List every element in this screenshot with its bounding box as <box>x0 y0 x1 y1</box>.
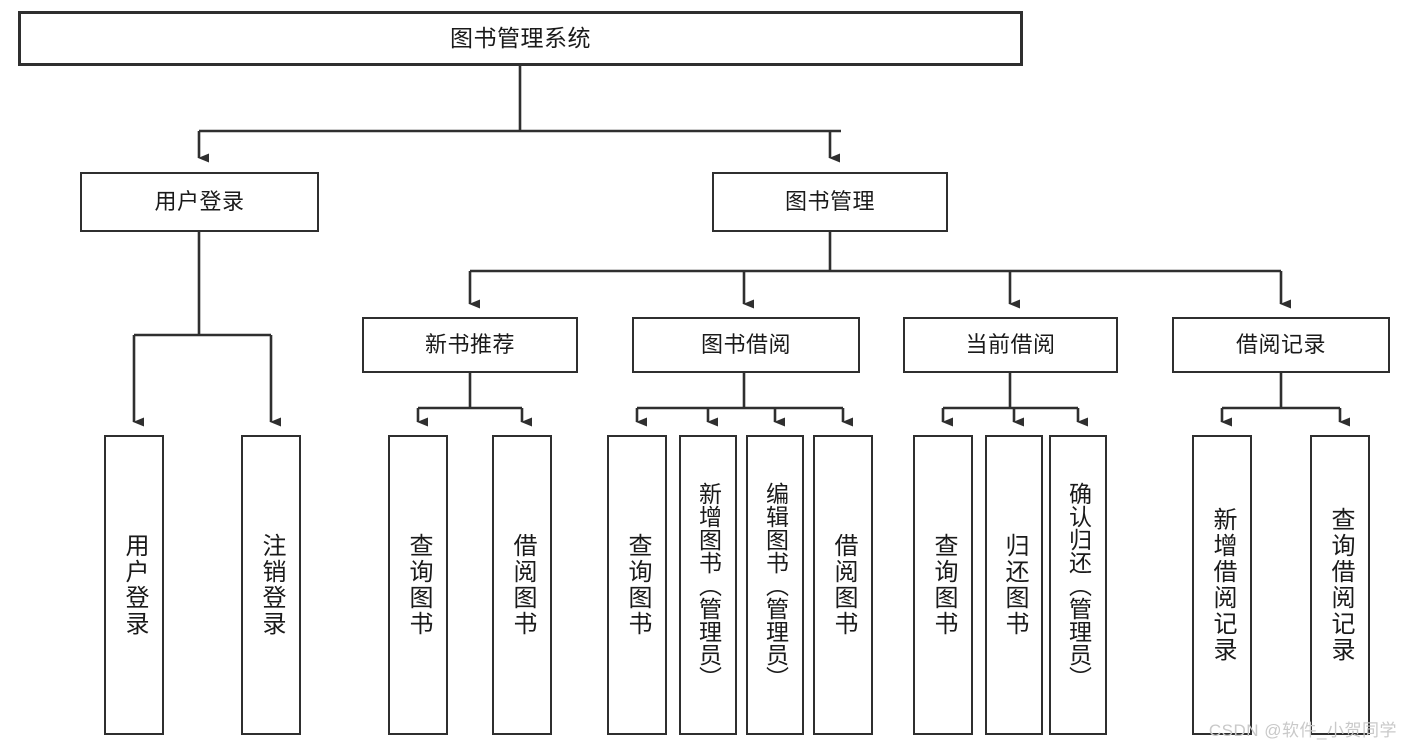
node-label: 图书管理 <box>784 188 875 214</box>
leaf-current-borrow-query[interactable]: 查询图书 <box>913 435 973 735</box>
leaf-label: 新增图书（管理员） <box>695 481 722 689</box>
leaf-label: 查询图书 <box>929 533 957 637</box>
leaf-new-book-borrow[interactable]: 借阅图书 <box>492 435 552 735</box>
leaf-label: 查询图书 <box>404 533 432 637</box>
leaf-new-book-query[interactable]: 查询图书 <box>388 435 448 735</box>
leaf-label: 归还图书 <box>1000 533 1028 637</box>
leaf-current-borrow-confirm-return[interactable]: 确认归还（管理员） <box>1049 435 1107 735</box>
node-label: 借阅记录 <box>1235 331 1326 357</box>
leaf-label: 借阅图书 <box>508 533 536 637</box>
node-new-book-recommend[interactable]: 新书推荐 <box>362 317 578 373</box>
leaf-borrow-record-query[interactable]: 查询借阅记录 <box>1310 435 1370 735</box>
node-user-login[interactable]: 用户登录 <box>80 172 319 232</box>
leaf-current-borrow-return[interactable]: 归还图书 <box>985 435 1043 735</box>
leaf-label: 新增借阅记录 <box>1208 507 1236 663</box>
node-label: 用户登录 <box>154 188 245 214</box>
node-current-borrow[interactable]: 当前借阅 <box>903 317 1118 373</box>
node-book-borrow[interactable]: 图书借阅 <box>632 317 860 373</box>
leaf-label: 查询借阅记录 <box>1326 507 1354 663</box>
node-book-management[interactable]: 图书管理 <box>712 172 948 232</box>
leaf-label: 查询图书 <box>623 533 651 637</box>
leaf-user-login-login[interactable]: 用户登录 <box>104 435 164 735</box>
leaf-label: 编辑图书（管理员） <box>762 481 789 689</box>
leaf-label: 注销登录 <box>257 533 285 637</box>
leaf-label: 用户登录 <box>120 533 148 637</box>
leaf-book-borrow-borrow[interactable]: 借阅图书 <box>813 435 873 735</box>
leaf-user-login-logout[interactable]: 注销登录 <box>241 435 301 735</box>
node-root-system[interactable]: 图书管理系统 <box>18 11 1023 66</box>
node-label: 图书管理系统 <box>450 24 591 51</box>
node-label: 当前借阅 <box>965 331 1056 357</box>
leaf-book-borrow-query[interactable]: 查询图书 <box>607 435 667 735</box>
watermark-text: CSDN @软件_小贺同学 <box>1208 721 1397 740</box>
node-label: 新书推荐 <box>424 331 515 357</box>
leaf-book-borrow-add[interactable]: 新增图书（管理员） <box>679 435 737 735</box>
leaf-borrow-record-add[interactable]: 新增借阅记录 <box>1192 435 1252 735</box>
node-borrow-record[interactable]: 借阅记录 <box>1172 317 1390 373</box>
leaf-label: 借阅图书 <box>829 533 857 637</box>
node-label: 图书借阅 <box>700 331 791 357</box>
leaf-book-borrow-edit[interactable]: 编辑图书（管理员） <box>746 435 804 735</box>
leaf-label: 确认归还（管理员） <box>1065 481 1092 689</box>
